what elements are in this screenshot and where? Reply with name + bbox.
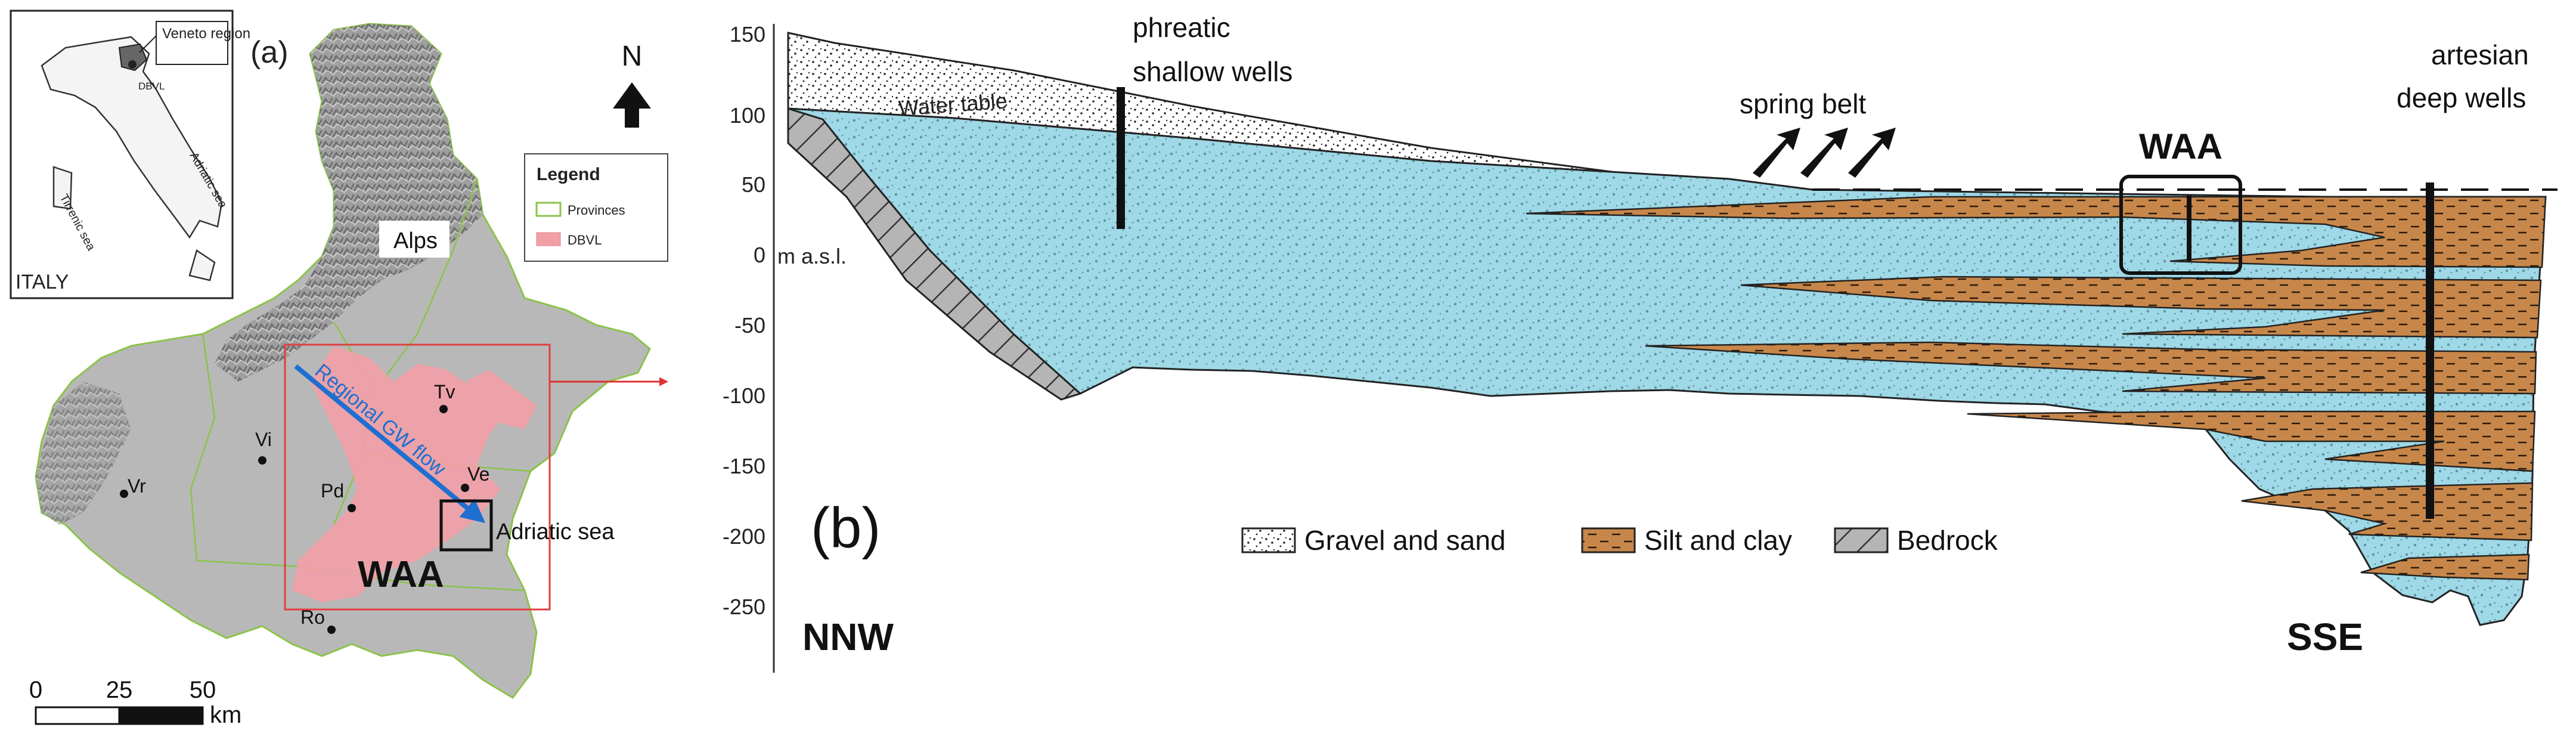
- scale-tick-0: 0: [29, 677, 42, 703]
- scale-unit: km: [210, 702, 241, 728]
- aquifer-dots: [788, 109, 2546, 625]
- legend-bedrock-label: Bedrock: [1897, 525, 1998, 556]
- city-pd: Pd: [321, 480, 344, 502]
- y-tick-50: 50: [742, 172, 765, 197]
- legend-provinces-swatch: [535, 202, 562, 217]
- y-tick-m200: -200: [723, 524, 765, 549]
- legend-provinces-label: Provinces: [568, 203, 625, 218]
- panel-a-map: Veneto region DBVL Adriatic sea Tirrenic…: [10, 10, 668, 728]
- map-legend-title: Legend: [537, 165, 600, 184]
- dbvl-area: [292, 346, 537, 602]
- north-label: N: [622, 41, 643, 72]
- panel-b-cross-section: 150 100 50 0 -50 -100 -150 -200 -250 m a…: [723, 12, 2558, 673]
- scalebar: 0 25 50 km: [29, 677, 241, 728]
- inset-veneto: [118, 43, 148, 72]
- sse-label: SSE: [2287, 615, 2363, 658]
- cities: Tv Vi Vr Pd Ve Ro: [120, 381, 489, 634]
- clay-tongue-5: [2241, 482, 2534, 541]
- inset-dbvl-dot: [128, 60, 137, 69]
- city-dot-vr: [120, 490, 128, 498]
- legend-dbvl-swatch: [536, 232, 561, 246]
- inset-dbvl-label: DBVL: [138, 81, 165, 92]
- section-legend: Gravel and sand Silt and clay Bedrock: [1241, 525, 1998, 556]
- city-dot-ve: [461, 484, 469, 492]
- inset-country: ITALY: [16, 271, 69, 293]
- adriatic-sea-label: Adriatic sea: [496, 519, 615, 544]
- inset-region-label: Veneto region: [162, 26, 250, 42]
- legend-gravel-swatch: [1241, 527, 1296, 553]
- clay-tongue-6: [2360, 553, 2530, 581]
- legend-gravel-label: Gravel and sand: [1304, 525, 1506, 556]
- y-axis-ticks: 150 100 50 0 -50 -100 -150 -200 -250: [723, 22, 765, 619]
- city-vr: Vr: [128, 475, 146, 497]
- spring-arrows-icon: [1753, 128, 1896, 178]
- artesian-label-2: deep wells: [2397, 82, 2526, 113]
- dbvl-box: [284, 343, 551, 611]
- legend-clay-swatch: [1581, 527, 1636, 553]
- panel-b-label: (b): [811, 496, 881, 560]
- phreatic-label-2: shallow wells: [1133, 56, 1292, 87]
- legend-clay-label: Silt and clay: [1644, 525, 1792, 556]
- clay-layers: [1526, 196, 2547, 581]
- alps-label-box: [379, 221, 450, 258]
- y-tick-0: 0: [754, 243, 765, 267]
- clay-tongue-4: [1967, 410, 2536, 472]
- y-tick-m250: -250: [723, 595, 765, 619]
- alps-relief: [215, 24, 483, 382]
- waa-box-map: [439, 499, 493, 552]
- clay-tongue-1: [1526, 196, 2547, 268]
- western-relief: [36, 382, 131, 525]
- y-tick-100: 100: [730, 103, 765, 128]
- y-tick-m150: -150: [723, 454, 765, 478]
- city-vi: Vi: [255, 429, 272, 450]
- y-tick-m50: -50: [734, 313, 765, 338]
- waa-map-label: WAA: [358, 554, 444, 595]
- gw-flow-arrow: [294, 364, 486, 524]
- clay-tongue-2: [1740, 276, 2542, 339]
- waa-section-label: WAA: [2139, 126, 2222, 166]
- city-dot-tv: [439, 405, 448, 413]
- artesian-label-1: artesian: [2431, 39, 2529, 70]
- y-tick-m100: -100: [723, 383, 765, 408]
- city-ro: Ro: [300, 606, 325, 628]
- city-dot-ro: [327, 626, 336, 634]
- y-unit-label: m a.s.l.: [777, 244, 847, 268]
- inset-region-box: [156, 21, 228, 65]
- waa-box-section: [2119, 175, 2242, 275]
- clay-tongue-3: [1645, 341, 2537, 395]
- panel-a-label: (a): [250, 35, 289, 70]
- city-ve: Ve: [467, 463, 489, 485]
- legend-dbvl-label: DBVL: [568, 233, 602, 247]
- spring-belt-label: spring belt: [1740, 88, 1866, 119]
- city-dot-pd: [348, 504, 356, 512]
- city-tv: Tv: [434, 381, 455, 403]
- city-dot-vi: [258, 456, 266, 465]
- scale-tick-25: 25: [106, 677, 133, 703]
- nnw-label: NNW: [802, 615, 894, 658]
- north-arrow-icon: [613, 82, 651, 128]
- scale-tick-50: 50: [190, 677, 216, 703]
- phreatic-label-1: phreatic: [1133, 12, 1230, 43]
- y-tick-150: 150: [730, 22, 765, 47]
- alps-label: Alps: [393, 228, 438, 253]
- legend-bedrock-swatch: [1834, 527, 1889, 553]
